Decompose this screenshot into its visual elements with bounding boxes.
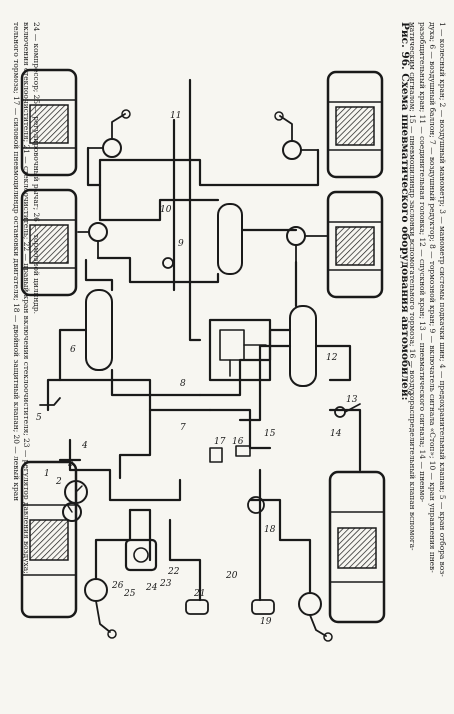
- label-5: 5: [36, 413, 42, 423]
- label-17: 17: [214, 437, 226, 447]
- brake-chamber-top-left: [87, 109, 131, 158]
- wheel-top-left-2: [20, 188, 78, 297]
- label-9: 9: [178, 239, 184, 249]
- wheel-top-right-2: [326, 190, 384, 299]
- label-21: 21: [193, 589, 205, 599]
- air-tank-right: [289, 305, 317, 387]
- label-25: 25: [123, 589, 136, 599]
- label-1: 1: [44, 469, 50, 479]
- air-tank-left: [85, 289, 113, 371]
- label-3: 3: [68, 459, 74, 469]
- legend-line-4: матическим сигналом; 15 — пневмоцилиндр …: [408, 22, 417, 551]
- label-19: 19: [260, 617, 272, 627]
- label-2: 2: [55, 477, 62, 487]
- tire-pressure-gauge: [62, 502, 82, 522]
- figure-caption-lower: тельного тормоза; 17 — силовой пневмоцил…: [12, 22, 41, 574]
- valve-9: [162, 257, 174, 269]
- legend-line-3: разобщительный кран; 11 — соединительная…: [418, 22, 427, 503]
- label-12: 12: [326, 353, 338, 363]
- valve-16: [235, 445, 251, 457]
- legend-line-5: тельного тормоза; 17 — силовой пневмоцил…: [12, 22, 21, 501]
- label-16: 16: [232, 437, 244, 447]
- brake-chamber-bottom-left: [84, 578, 117, 639]
- wheel-bottom-right: [328, 470, 386, 624]
- legend-line-6: включения стеклоочистителя; 21 — стеклоо…: [22, 22, 31, 574]
- label-13: 13: [346, 395, 358, 405]
- brake-chamber-mid-right: [286, 226, 329, 263]
- figure-caption: Рис. 96. Схема пневматического оборудова…: [399, 22, 447, 577]
- valve-right-14: [334, 403, 361, 418]
- compressor: [124, 538, 158, 572]
- label-20: 20: [225, 571, 238, 581]
- label-18: 18: [264, 525, 276, 535]
- figure-title: Рис. 96. Схема пневматического оборудова…: [399, 22, 411, 401]
- valve-17: [209, 447, 223, 463]
- wheel-bottom-left: [20, 460, 78, 619]
- brake-chamber-bottom-right: [298, 592, 333, 642]
- label-14: 14: [330, 429, 342, 439]
- legend-line-2: духа; 6 — воздушный баллон; 7 — воздушны…: [428, 22, 437, 573]
- label-4: 4: [81, 441, 88, 451]
- air-tank-center-top: [217, 203, 243, 275]
- label-24: 24: [145, 583, 158, 593]
- label-11: 11: [170, 111, 181, 121]
- legend-line-1: 1 — колесный кран; 2 — воздушный маномет…: [438, 22, 447, 577]
- wheel-top-left-1: [20, 68, 78, 177]
- label-26: 26: [111, 581, 124, 591]
- label-8: 8: [180, 379, 186, 389]
- valve-18: [247, 496, 265, 514]
- brake-chamber-top-right: [274, 111, 319, 160]
- pipe-network: [46, 78, 362, 602]
- brake-valve-unit: [208, 318, 272, 382]
- label-10: 10: [160, 205, 172, 215]
- wheel-top-right-1: [326, 70, 384, 179]
- label-23: 23: [159, 579, 172, 589]
- label-7: 7: [180, 423, 186, 433]
- label-15: 15: [264, 429, 276, 439]
- brake-chamber-mid-left: [77, 222, 108, 259]
- tap-5: [39, 397, 61, 406]
- label-6: 6: [70, 345, 76, 355]
- wiper-cylinders: [185, 599, 275, 615]
- label-22: 22: [167, 567, 180, 577]
- legend-line-7: 24 — компрессор; 25 — регулировочный рыч…: [32, 22, 41, 314]
